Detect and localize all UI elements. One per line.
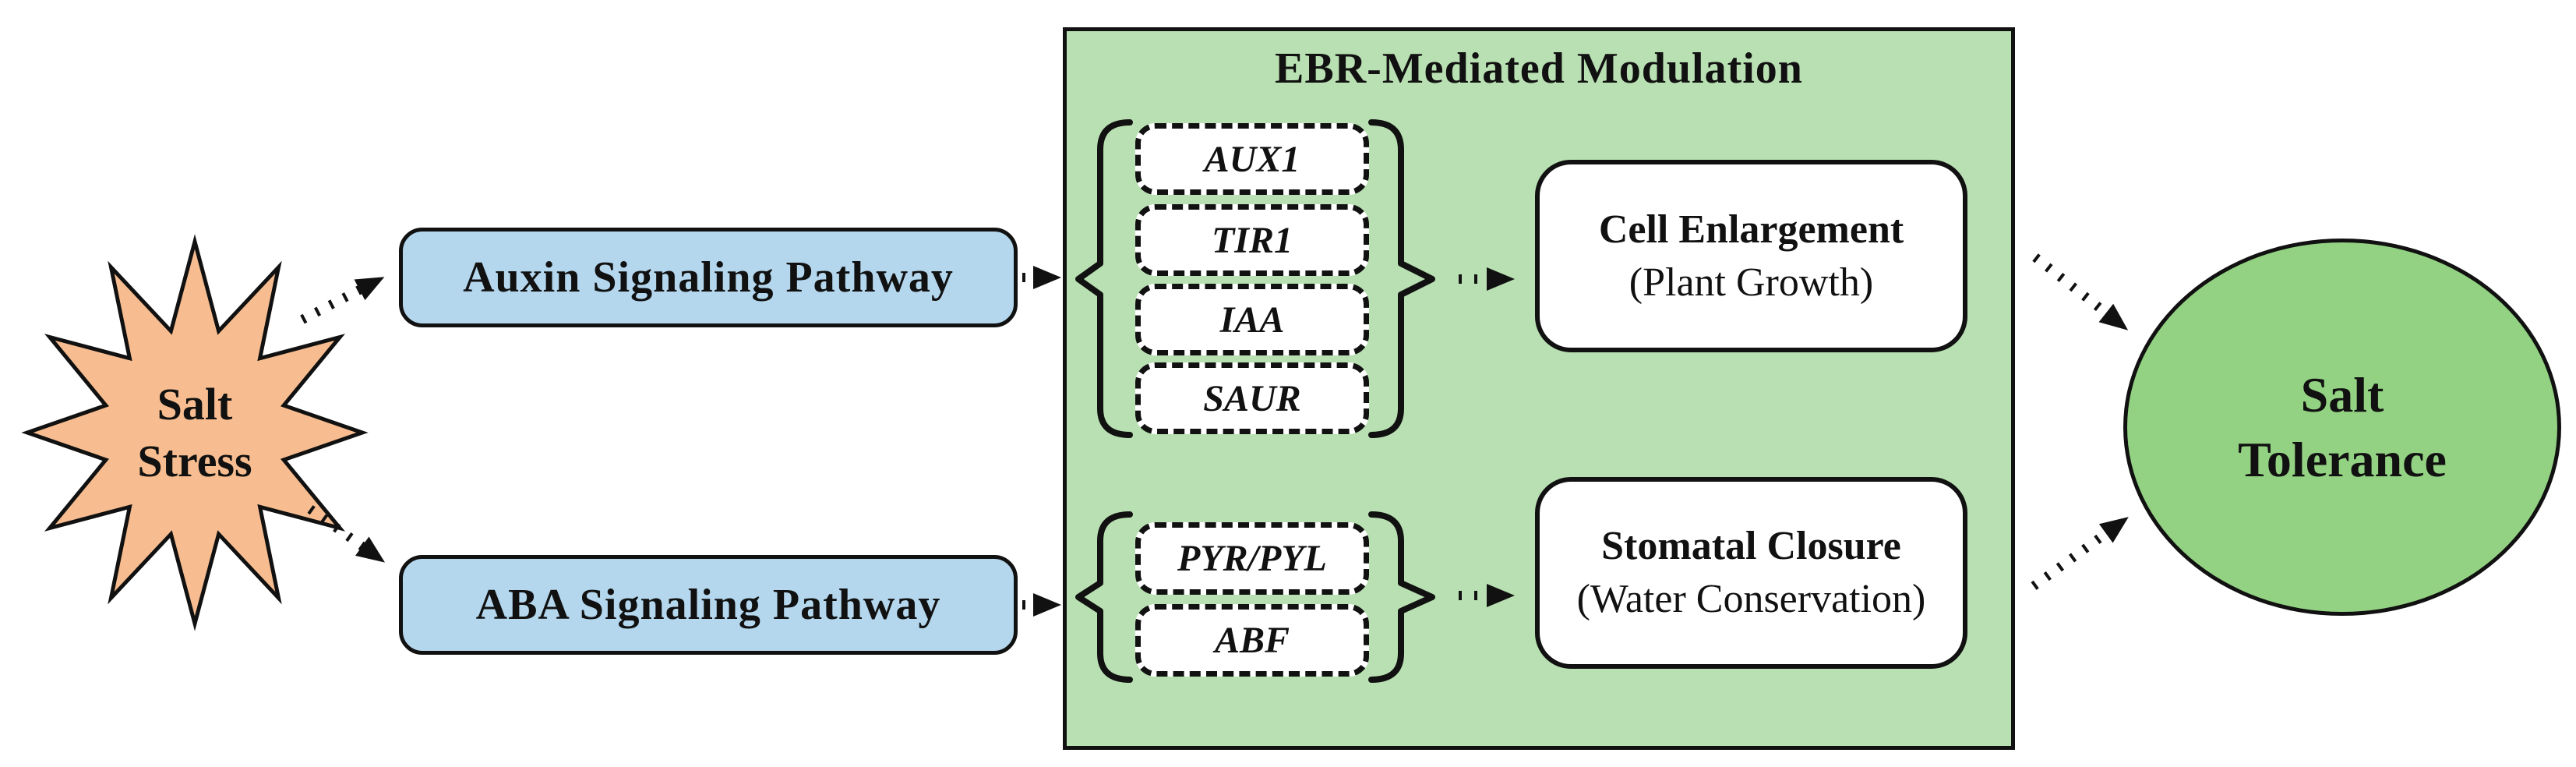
auxin-pathway-label: Auxin Signaling Pathway — [463, 253, 954, 302]
gene-label-pyr-pyl: PYR/PYL — [1177, 538, 1327, 579]
salt-stress-line1: Salt — [157, 379, 233, 429]
salt-stress-star — [21, 234, 369, 631]
arrow-panel-to-tolerance-top — [2032, 253, 2129, 330]
salt-tolerance-ellipse: Salt Tolerance — [2123, 239, 2561, 616]
auxin-signaling-pathway-box: Auxin Signaling Pathway — [399, 228, 1018, 327]
stomatal-closure-subtitle: (Water Conservation) — [1576, 577, 1926, 621]
salt-tolerance-line1: Salt — [2300, 366, 2384, 422]
cell-enlargement-subtitle: (Plant Growth) — [1629, 260, 1874, 305]
cell-enlargement-box: Cell Enlargement (Plant Growth) — [1535, 160, 1967, 352]
arrow-panel-to-tolerance-bottom — [2031, 517, 2129, 590]
arrow-salt-to-auxin — [300, 277, 385, 324]
gene-label-tir1: TIR1 — [1211, 219, 1293, 261]
gene-box-tir1: TIR1 — [1135, 204, 1369, 276]
cell-enlargement-title: Cell Enlargement — [1598, 207, 1904, 252]
gene-label-saur: SAUR — [1203, 377, 1301, 419]
arrow-salt-to-aba — [307, 505, 386, 563]
gene-label-abf: ABF — [1214, 620, 1290, 661]
gene-box-pyr-pyl: PYR/PYL — [1135, 522, 1369, 595]
salt-stress-line2: Stress — [137, 435, 252, 486]
aba-signaling-pathway-box: ABA Signaling Pathway — [399, 555, 1018, 655]
salt-tolerance-line2: Tolerance — [2238, 432, 2447, 487]
gene-box-aux1: AUX1 — [1135, 123, 1369, 195]
aba-pathway-label: ABA Signaling Pathway — [475, 581, 941, 629]
gene-label-aux1: AUX1 — [1204, 138, 1300, 180]
gene-box-saur: SAUR — [1135, 362, 1369, 434]
auxin-genes-left-brace — [1075, 119, 1133, 438]
stomatal-closure-title: Stomatal Closure — [1601, 524, 1901, 569]
gene-label-iaa: IAA — [1219, 299, 1285, 341]
salt-stress-label: Salt Stress — [70, 376, 319, 490]
gene-box-iaa: IAA — [1135, 284, 1369, 355]
gene-box-abf: ABF — [1135, 604, 1369, 677]
ebr-panel-title: EBR-Mediated Modulation — [1275, 44, 1803, 93]
aba-genes-right-brace — [1368, 511, 1435, 683]
aba-genes-left-brace — [1075, 511, 1133, 683]
stomatal-closure-box: Stomatal Closure (Water Conservation) — [1535, 477, 1967, 669]
auxin-genes-right-brace — [1368, 119, 1435, 438]
